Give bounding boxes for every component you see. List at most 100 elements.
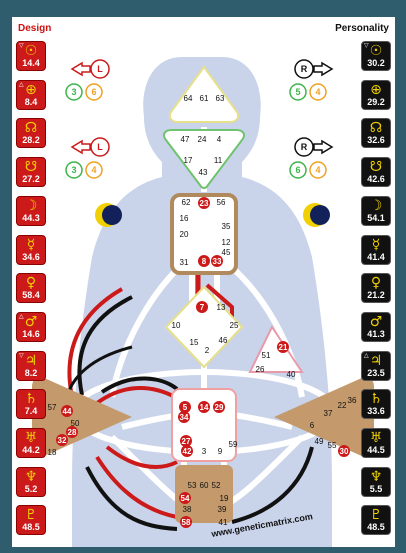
north-node-icon: ☊ — [369, 120, 383, 137]
earth-icon: ⊕ — [25, 81, 37, 98]
planet-gate-value: 5.2 — [24, 483, 38, 494]
planet-gate-value: 44.5 — [367, 445, 385, 455]
gate-2-label: 2 — [205, 346, 210, 355]
personality-moon-tile: ☽54.1 — [361, 195, 391, 226]
design-pluto-tile: ♇48.5 — [16, 505, 46, 536]
planet-gate-value: 29.2 — [367, 96, 385, 107]
gate-62-label: 62 — [182, 198, 191, 207]
personality-south-node-tile: ☋42.6 — [361, 157, 391, 188]
variable-right-circle — [85, 161, 103, 179]
g-center — [164, 285, 244, 369]
retrograde-mark: △ — [364, 352, 369, 359]
gate-13-label: 13 — [217, 303, 226, 312]
gate-12-label: 12 — [222, 238, 231, 247]
variable-left-circle — [65, 161, 83, 179]
design-mars-tile: △♂14.6 — [16, 311, 46, 342]
active-gate-dot — [198, 401, 210, 413]
personality-pluto-tile: ♇48.5 — [361, 505, 391, 536]
design-neptune-tile: ♆5.2 — [16, 466, 46, 497]
variable-circle — [294, 59, 314, 79]
active-gate-dot — [180, 516, 192, 528]
gate-28-label: 28 — [68, 428, 77, 437]
planet-gate-value: 27.2 — [22, 174, 40, 185]
variable-letter: L — [97, 142, 103, 152]
variable-left-number: 6 — [295, 165, 300, 175]
gate-25-label: 25 — [230, 321, 239, 330]
design-header: Design — [18, 23, 52, 34]
variable-right-number: 6 — [91, 87, 96, 97]
mercury-icon: ☿ — [26, 236, 36, 253]
saturn-icon: ♄ — [24, 391, 38, 408]
pluto-icon: ♇ — [369, 507, 383, 524]
gate-53-label: 53 — [188, 481, 197, 490]
planet-gate-value: 14.4 — [22, 58, 40, 68]
planet-gate-value: 48.5 — [367, 522, 385, 533]
variable-right-circle — [309, 161, 327, 179]
moon-icon: ☽ — [369, 197, 383, 214]
active-channel-layer — [65, 247, 314, 531]
gate-15-label: 15 — [190, 338, 199, 347]
gate-57-label: 57 — [48, 403, 57, 412]
gate-5-label: 5 — [183, 403, 188, 412]
retrograde-mark: △ — [19, 81, 24, 88]
gate-55-label: 55 — [328, 441, 337, 450]
active-gate-dot — [179, 401, 191, 413]
arrow-icon — [70, 61, 91, 77]
gate-38-label: 38 — [183, 505, 192, 514]
gate-63-label: 63 — [216, 94, 225, 103]
neptune-icon: ♆ — [369, 468, 383, 485]
sun-icon: ☉ — [24, 43, 38, 59]
uranus-icon: ♅ — [369, 430, 383, 446]
variable-left-number: 3 — [71, 165, 76, 175]
planet-gate-value: 32.6 — [367, 135, 385, 146]
active-gate-dot — [178, 411, 190, 423]
variable-letter: R — [301, 64, 308, 74]
gate-41-label: 41 — [219, 518, 228, 527]
gate-37-label: 37 — [324, 409, 333, 418]
personality-neptune-tile: ♆5.5 — [361, 466, 391, 497]
design-uranus-tile: ♅44.2 — [16, 428, 46, 458]
gate-22-label: 22 — [338, 401, 347, 410]
gate-3-label: 3 — [202, 447, 207, 456]
gate-14-label: 14 — [200, 403, 209, 412]
planet-gate-value: 54.1 — [367, 212, 385, 223]
active-gate-dot — [213, 401, 225, 413]
personality-moon-icon — [303, 203, 330, 227]
saturn-icon: ♄ — [369, 391, 383, 408]
venus-icon: ♀ — [25, 275, 37, 292]
gate-30-label: 30 — [340, 447, 349, 456]
variable-left-circle — [65, 83, 83, 101]
planet-gate-value: 41.3 — [367, 328, 385, 339]
gate-23-label: 23 — [200, 199, 209, 208]
gate-20-label: 20 — [180, 230, 189, 239]
gate-31-label: 31 — [180, 258, 189, 267]
arrow-icon — [70, 139, 91, 155]
personality-header: Personality — [335, 23, 389, 34]
gate-29-label: 29 — [215, 403, 224, 412]
ajna-center — [163, 129, 245, 189]
gate-26-label: 26 — [256, 365, 265, 374]
active-gate-dot — [181, 445, 193, 457]
gate-56-label: 56 — [217, 198, 226, 207]
planet-gate-value: 30.2 — [367, 58, 385, 68]
gate-51-label: 51 — [262, 351, 271, 360]
design-moon-tile: ☽44.3 — [16, 195, 46, 226]
personality-venus-tile: ♀21.2 — [361, 273, 391, 304]
gate-44-label: 44 — [63, 407, 72, 416]
neptune-icon: ♆ — [24, 468, 38, 485]
gate-39-label: 39 — [218, 505, 227, 514]
planet-gate-value: 8.2 — [24, 367, 38, 378]
south-node-icon: ☋ — [24, 159, 38, 176]
personality-uranus-tile: ♅44.5 — [361, 428, 391, 458]
variable-left-number: 3 — [71, 87, 76, 97]
design-saturn-tile: ♄7.4 — [16, 389, 46, 420]
sun-icon: ☉ — [369, 43, 383, 59]
planet-gate-value: 41.4 — [367, 251, 385, 262]
variable-right-circle — [85, 83, 103, 101]
active-gate-dot — [211, 255, 223, 267]
gate-21-label: 21 — [279, 343, 288, 352]
